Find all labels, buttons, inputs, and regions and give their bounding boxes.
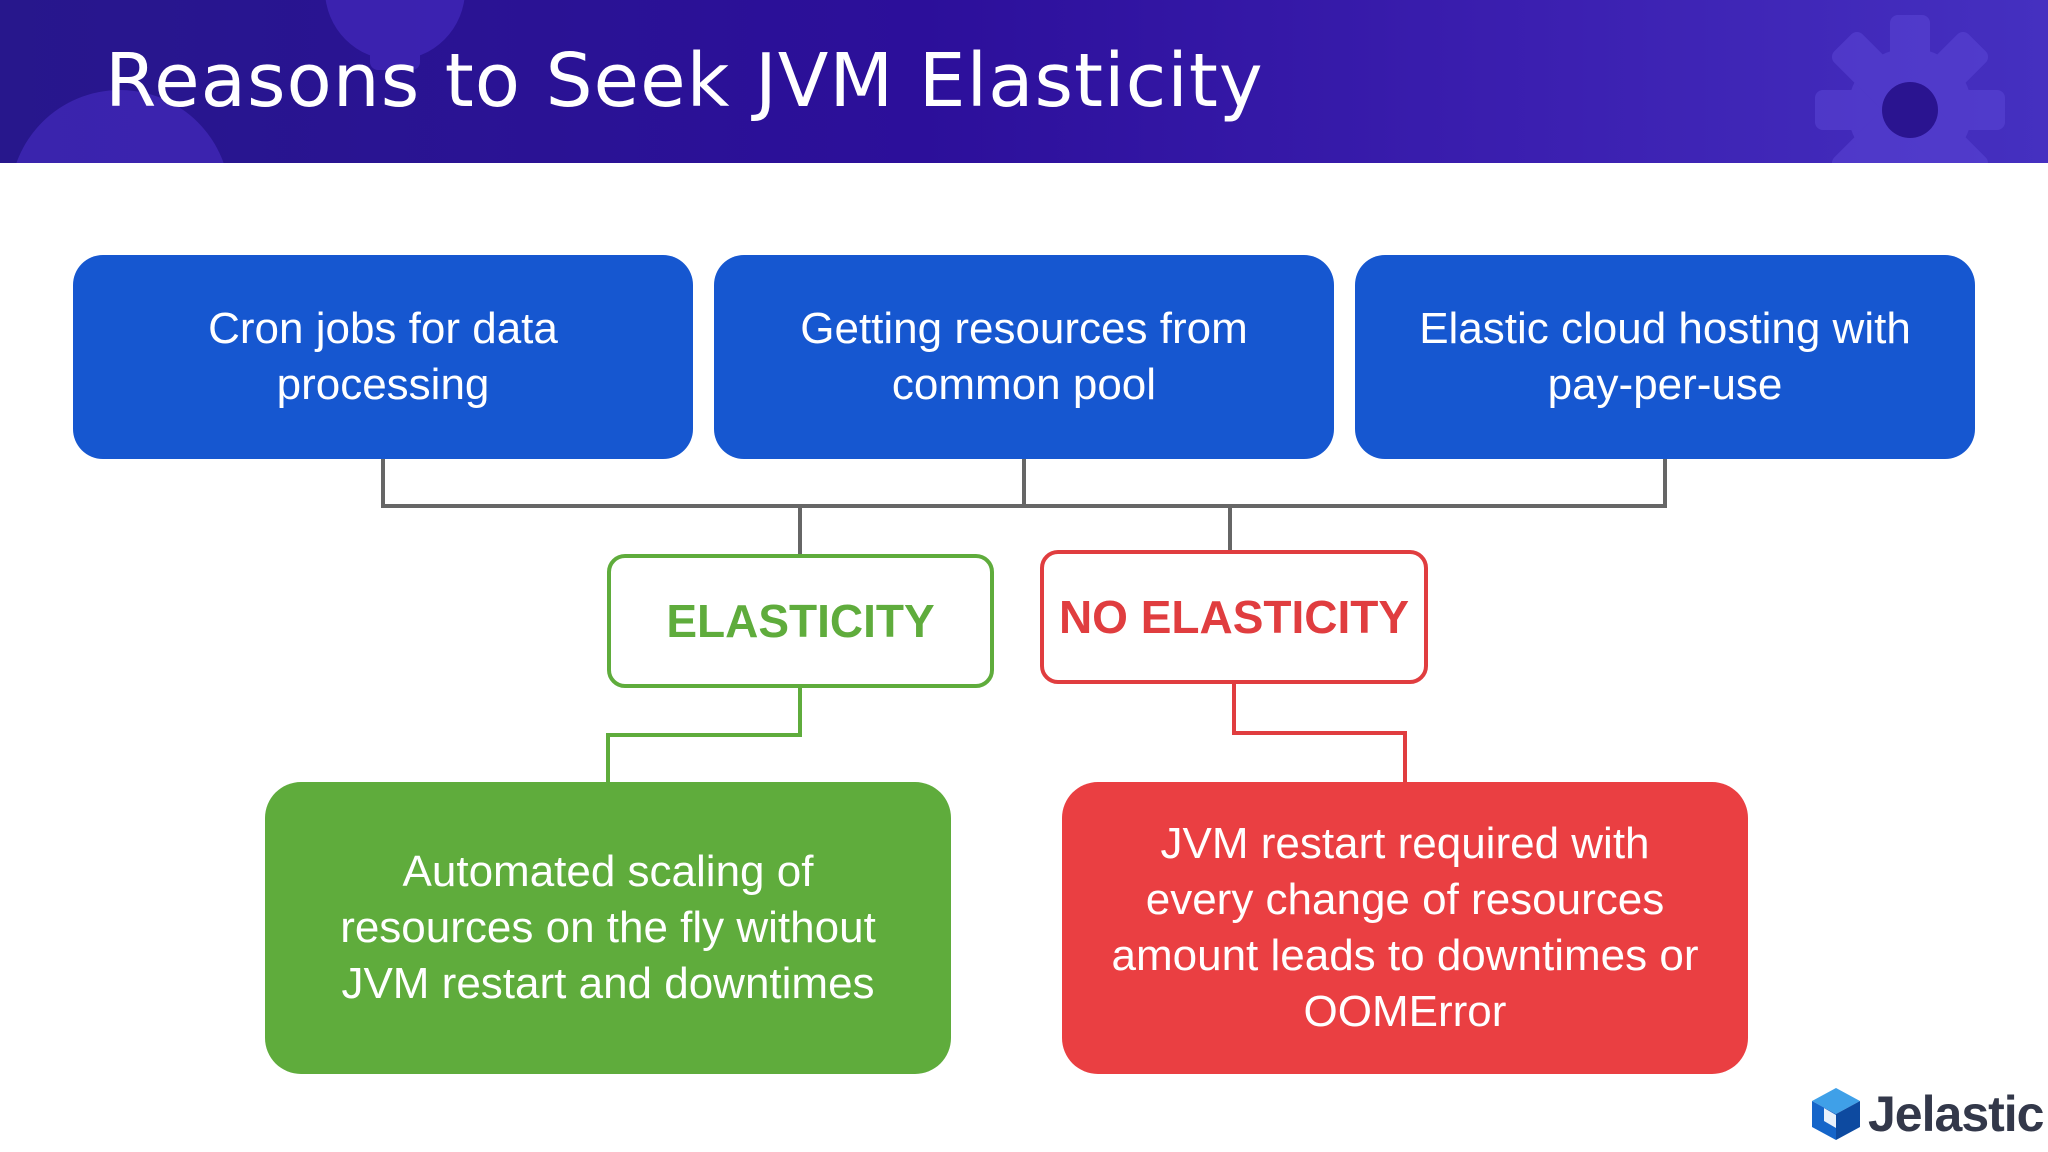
elasticity-label: ELASTICITY bbox=[607, 554, 994, 688]
slide-title: Reasons to Seek JVM Elasticity bbox=[105, 38, 1264, 124]
reason-box-cron-jobs: Cron jobs for data processing bbox=[73, 255, 693, 459]
no-elasticity-label-text: NO ELASTICITY bbox=[1058, 591, 1410, 643]
gear-decoration-icon bbox=[16, 0, 2005, 163]
no-elasticity-outcome-text: JVM restart required with every change o… bbox=[1111, 819, 1699, 1036]
reason-text: Elastic cloud hosting with pay-per-use bbox=[1419, 304, 1911, 409]
reason-text: Cron jobs for data processing bbox=[208, 304, 558, 409]
reason-box-common-pool: Getting resources from common pool bbox=[714, 255, 1334, 459]
logo-text: Jelastic bbox=[1868, 1086, 2044, 1142]
slide-header: Reasons to Seek JVM Elasticity bbox=[0, 0, 2048, 163]
reason-text: Getting resources from common pool bbox=[800, 304, 1248, 409]
elasticity-outcome-text: Automated scaling of resources on the fl… bbox=[340, 847, 876, 1008]
elasticity-outcome-box: Automated scaling of resources on the fl… bbox=[265, 782, 951, 1074]
jelastic-cube-icon bbox=[1812, 1088, 1860, 1140]
no-elasticity-label: NO ELASTICITY bbox=[1040, 550, 1428, 684]
reason-box-elastic-hosting: Elastic cloud hosting with pay-per-use bbox=[1355, 255, 1975, 459]
elasticity-label-text: ELASTICITY bbox=[666, 595, 935, 647]
no-elasticity-outcome-box: JVM restart required with every change o… bbox=[1062, 782, 1748, 1074]
jelastic-logo: Jelastic bbox=[1810, 1086, 2044, 1142]
